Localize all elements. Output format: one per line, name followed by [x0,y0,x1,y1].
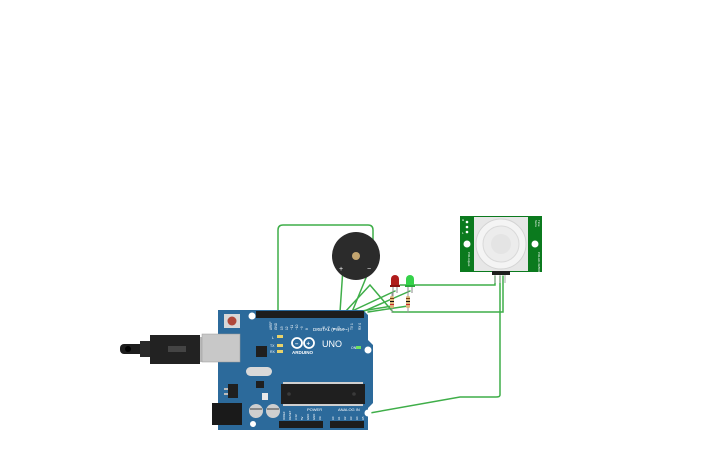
crystal [246,367,272,376]
digital-pwm-label: DIGITAL (PWM ~) [313,327,350,332]
piezo-buzzer[interactable]: + − [332,232,380,280]
power-pin-3v3: 3.3V [294,414,298,420]
buzzer-minus-label: − [367,266,371,273]
model-label: UNO [322,339,342,349]
digital-pin-labels: AREF GND 13 12 ~11 ~10 ~9 8 7 ~6 ~5 4 ~3… [269,321,362,330]
wire-green-resistor[interactable] [367,305,409,313]
digital-pin-2: 2 [342,328,346,330]
analog-pin-a4: A4 [355,416,359,420]
wire-pir-vcc[interactable] [399,275,496,286]
pir-sensor[interactable]: H L Time Sens PIR-Adjust PIR-HC-SR501 [460,216,542,283]
buzzer-plus-label: + [339,266,343,273]
digital-pin-10: ~10 [295,324,299,330]
svg-text:+: + [307,342,311,348]
digital-pin-8: 8 [305,328,309,330]
digital-pin-0: RX 0 [358,323,362,330]
analog-pin-a1: A1 [337,416,341,420]
power-header [279,421,323,428]
resistor-green-led[interactable] [406,293,410,313]
digital-pin-3: ~3 [337,326,341,330]
wire-buzzer-to-arduino[interactable] [277,224,374,315]
digital-pin-9: ~9 [300,326,304,330]
pir-label-l: L [462,231,464,235]
gnd-label: GND [274,322,278,330]
green-led[interactable] [405,275,415,296]
on-led-label: ON [351,346,357,350]
wire-green-led[interactable] [361,290,411,313]
power-pin-ioref: IOREF [282,411,286,420]
digital-header [256,311,364,318]
pir-mount-hole-left [463,240,471,248]
power-pin-labels: IOREF RESET 3.3V 5V GND GND Vin [282,410,322,420]
tx-led-label: TX [270,344,275,348]
pir-pin-header [492,271,510,275]
analog-in-label: ANALOG IN [338,407,360,412]
analog-pin-a3: A3 [349,416,353,420]
digital-pin-13: 13 [280,326,284,330]
pir-label-h: H [462,218,464,222]
capacitor-2 [266,404,280,418]
analog-header [330,421,364,428]
pir-label-model: PIR-HC-SR501 [537,252,541,273]
digital-pin-4: 4 [332,328,336,330]
digital-pin-5: ~5 [327,326,331,330]
digital-pin-7: 7 [317,328,321,330]
analog-pin-a5: A5 [361,416,365,420]
usb-chip [256,346,267,357]
atmega-chip [281,384,365,404]
voltage-regulator [228,384,238,398]
power-pin-5v: 5V [300,416,304,420]
wires [277,224,504,414]
capacitor-1 [249,404,263,418]
digital-pin-11: ~11 [290,325,294,330]
digital-pin-1: TX 1 [350,323,354,330]
usb-port [201,333,241,363]
aref-label: AREF [269,321,273,330]
power-jack [212,403,242,425]
pir-label-adjust: PIR-Adjust [467,252,471,267]
wire-pir-gnd[interactable] [369,275,501,414]
pir-label-sens: Sens [534,220,538,227]
analog-pin-a2: A2 [343,416,347,420]
wire-pir-out[interactable] [344,275,504,313]
power-pin-reset: RESET [288,410,292,420]
power-pin-vin: Vin [318,416,322,420]
pir-mount-hole-right [531,240,539,248]
power-pin-gnd-2: GND [312,414,316,420]
rx-led-label: RX [270,350,276,354]
digital-pin-12: 12 [285,326,289,330]
usb-cable [120,335,208,364]
red-led[interactable] [390,275,400,296]
analog-pin-a0: A0 [331,416,335,420]
arduino-logo-icon [291,337,315,349]
svg-text:–: – [295,342,299,348]
arduino-uno-board[interactable]: AREF GND 13 12 ~11 ~10 ~9 8 7 ~6 ~5 4 ~3… [201,310,373,430]
digital-pin-6: ~6 [322,326,326,330]
power-pin-gnd-1: GND [306,414,310,420]
resistor-red-led[interactable] [390,293,394,313]
analog-pin-labels: A0 A1 A2 A3 A4 A5 [331,416,365,420]
l-led-label: L [272,336,274,340]
brand-label: ARDUINO [292,350,313,355]
wire-red-led[interactable] [349,290,396,313]
pir-label-time: Time [537,220,541,227]
power-label: POWER [307,407,322,412]
